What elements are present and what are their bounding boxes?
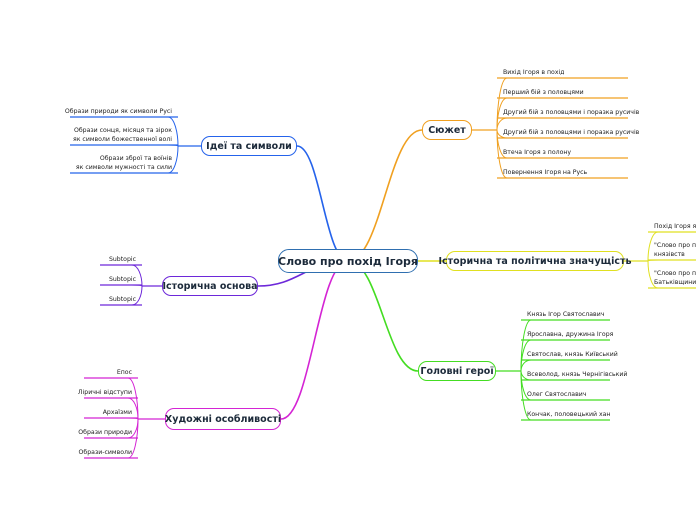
leaf-heroes-5[interactable]: Кончак, половецький хан xyxy=(527,411,611,418)
leaf-art-3[interactable]: Образи природи xyxy=(78,429,132,436)
branch-plot-node[interactable]: Сюжет xyxy=(422,120,472,140)
leaf-plot-0[interactable]: Вихід Ігоря в похід xyxy=(503,69,565,76)
leaf-art-2[interactable]: Архаїзми xyxy=(102,409,132,416)
connector-heroes-leaf-5 xyxy=(520,370,532,421)
branch-significance-node[interactable]: Історична та політична значущість xyxy=(438,251,632,271)
leaf-art-4[interactable]: Образи-символи xyxy=(78,449,132,456)
connector-plot-leaf-0 xyxy=(496,77,508,131)
leaf-heroes-3[interactable]: Всеволод, князь Чернігівський xyxy=(527,371,628,378)
leaf-plot-1[interactable]: Перший бій з половцями xyxy=(503,89,584,96)
leaf-plot-5[interactable]: Повернення Ігоря на Русь xyxy=(503,169,588,176)
leaf-art-1[interactable]: Ліричні відступи xyxy=(77,389,132,396)
leaf-hist-1[interactable]: Subtopic xyxy=(108,276,136,283)
leaf-signif-1[interactable]: "Слово про похкнязівств xyxy=(654,242,696,258)
branch-history-node[interactable]: Історична основа xyxy=(162,276,258,296)
leaf-heroes-2[interactable]: Святослав, князь Київський xyxy=(527,351,618,358)
connector-ideas xyxy=(296,145,349,262)
leaf-plot-4[interactable]: Втеча Ігоря з полону xyxy=(503,149,572,156)
connector-plot xyxy=(347,129,423,262)
leaf-plot-3[interactable]: Другий бій з половцями і поразка русичів xyxy=(503,129,640,136)
leaf-art-0[interactable]: Епос xyxy=(116,369,132,376)
leaf-ideas-0[interactable]: Образи природи як символи Русі xyxy=(64,108,172,115)
leaf-heroes-4[interactable]: Олег Святославич xyxy=(527,391,587,398)
leaf-plot-2[interactable]: Другий бій з половцями і поразка русичів xyxy=(503,109,640,116)
connector-art xyxy=(280,260,349,420)
leaf-signif-2[interactable]: "Слово про похБатьківщини xyxy=(654,270,696,286)
connector-heroes-leaf-0 xyxy=(520,319,532,372)
branch-ideas-node[interactable]: Ідеї та символи xyxy=(201,136,297,156)
leaf-signif-0[interactable]: Похід Ігоря як с xyxy=(654,223,696,230)
branch-heroes-node[interactable]: Головні герої xyxy=(418,361,496,381)
leaf-hist-2[interactable]: Subtopic xyxy=(108,296,136,303)
leaf-heroes-0[interactable]: Князь Ігор Святославич xyxy=(527,311,605,318)
connector-plot-leaf-5 xyxy=(496,129,508,179)
leaf-heroes-1[interactable]: Ярославна, дружина Ігоря xyxy=(527,331,614,338)
connector-heroes xyxy=(347,260,419,372)
leaf-hist-0[interactable]: Subtopic xyxy=(108,256,136,263)
branch-art-node[interactable]: Художні особливості xyxy=(165,408,281,430)
root-node[interactable]: Слово про похід Ігоря xyxy=(278,249,418,273)
